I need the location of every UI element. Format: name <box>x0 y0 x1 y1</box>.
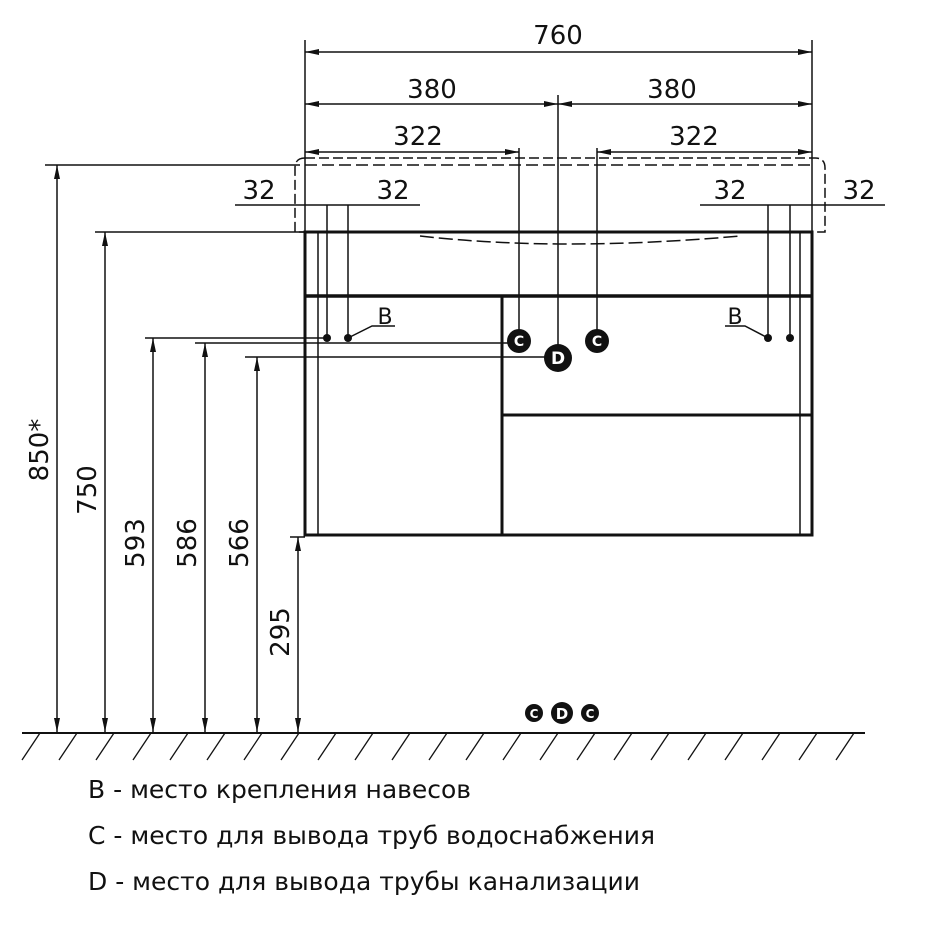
marker-c-right <box>585 329 609 353</box>
dim-322-right: 322 <box>669 122 719 152</box>
ground-hatch <box>391 732 411 761</box>
dim-295: 295 <box>266 607 296 657</box>
dim-586: 586 <box>173 518 203 568</box>
floor-c-label: C <box>586 707 595 721</box>
marker-c-label: C <box>514 334 524 350</box>
dim-593: 593 <box>121 518 151 568</box>
ground-hatch <box>132 732 152 761</box>
dim-566: 566 <box>225 518 255 568</box>
marker-c-label: C <box>592 334 602 350</box>
ground-hatch <box>21 732 41 761</box>
marker-b-left: B <box>377 305 392 330</box>
marker-d <box>544 344 572 372</box>
marker-d-label: D <box>551 349 565 369</box>
ground-hatch <box>317 732 337 761</box>
ground-hatch <box>761 732 781 761</box>
dim-32: 32 <box>376 176 409 206</box>
legend-b: B - место крепления навесов <box>88 775 472 804</box>
dim-760: 760 <box>533 21 583 51</box>
ground-hatch <box>58 732 78 761</box>
legend-d: D - место для вывода трубы канализации <box>88 867 641 896</box>
ground-hatch <box>206 732 226 761</box>
floor-c-label: C <box>530 707 539 721</box>
dim-32: 32 <box>242 176 275 206</box>
floor-d-label: D <box>556 705 568 723</box>
ground-hatch <box>539 732 559 761</box>
ground-hatch <box>354 732 374 761</box>
ground-hatch <box>243 732 263 761</box>
ground-hatch <box>95 732 115 761</box>
ground-hatch <box>465 732 485 761</box>
ground-hatch <box>502 732 522 761</box>
ground-hatch <box>835 732 855 761</box>
marker-b-right: B <box>727 305 742 330</box>
dim-380-right: 380 <box>647 75 697 105</box>
ground-hatch <box>687 732 707 761</box>
ground-hatch <box>798 732 818 761</box>
dim-32: 32 <box>842 176 875 206</box>
ground-hatch <box>724 732 744 761</box>
ground-hatch <box>576 732 596 761</box>
dim-32: 32 <box>713 176 746 206</box>
ground-hatch <box>650 732 670 761</box>
dim-322-left: 322 <box>393 122 443 152</box>
ground-hatch <box>613 732 633 761</box>
dim-750: 750 <box>73 465 103 515</box>
ground-hatch <box>280 732 300 761</box>
ground-hatch <box>169 732 189 761</box>
dim-850: 850* <box>25 419 55 482</box>
legend-c: C - место для вывода труб водоснабжения <box>88 821 656 850</box>
marker-c-left <box>507 329 531 353</box>
ground-hatch <box>428 732 448 761</box>
dim-380-left: 380 <box>407 75 457 105</box>
